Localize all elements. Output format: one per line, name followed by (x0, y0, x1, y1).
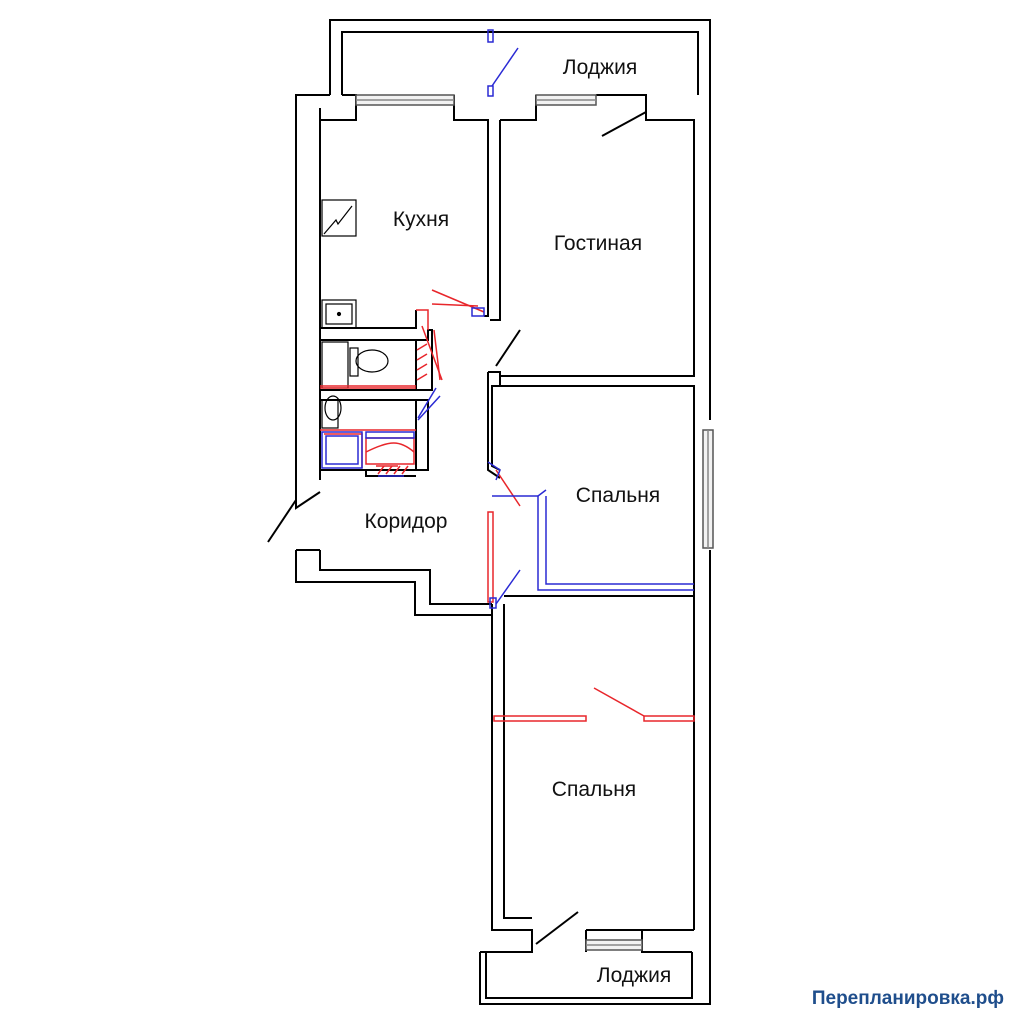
new-partition-corridor (487, 511, 494, 603)
room-labels: Лоджия Кухня Гостиная Спальня Коридор Сп… (365, 56, 672, 987)
new-door-bedroom-1 (495, 469, 521, 507)
label-loggia-bottom: Лоджия (597, 964, 671, 987)
stove-icon (321, 199, 357, 237)
toilet-tank-icon (349, 347, 359, 377)
kitchen-fixtures (321, 199, 357, 329)
hatch-toilet (416, 343, 428, 381)
new-partition-bedroom-left (493, 715, 587, 722)
doors (267, 111, 647, 945)
exterior-walls (295, 19, 711, 1005)
toilet-icon (355, 349, 389, 373)
blue-door-corridor (495, 569, 521, 605)
hatch-bath (377, 465, 409, 475)
door-living-loggia (601, 111, 647, 137)
new-partition-bedroom-right (643, 715, 695, 722)
door-living-corridor (495, 329, 521, 367)
washbasin-icon (324, 395, 342, 421)
label-bedroom-2: Спальня (552, 778, 636, 801)
label-living-room: Гостиная (554, 232, 642, 255)
label-kitchen: Кухня (393, 208, 449, 231)
windows (355, 94, 714, 951)
new-door-bedroom-2 (593, 687, 645, 717)
label-corridor: Коридор (365, 510, 448, 533)
label-loggia-top: Лоджия (563, 56, 637, 79)
bathroom-fixtures (321, 341, 389, 429)
door-entrance (267, 499, 297, 543)
sink-icon (321, 299, 357, 329)
blue-door-kitchen-loggia (491, 47, 519, 87)
door-bedroom2-loggia (535, 911, 579, 945)
label-bedroom-1: Спальня (576, 484, 660, 507)
modified-walls (321, 29, 694, 609)
site-watermark: Перепланировка.рф (811, 988, 1004, 1009)
